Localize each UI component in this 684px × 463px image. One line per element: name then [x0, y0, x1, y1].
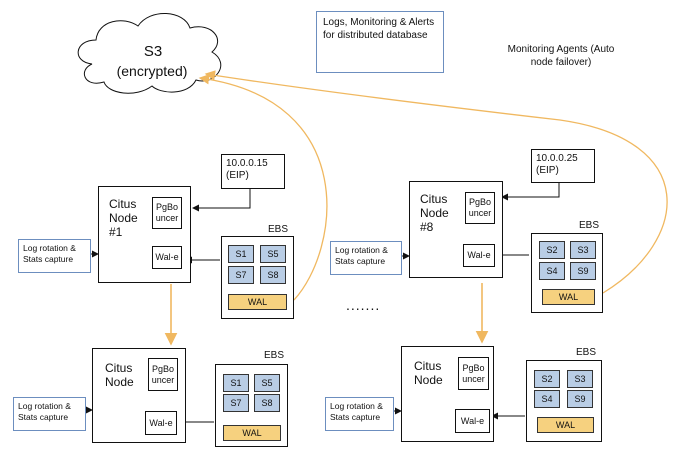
ebs1-to-s3-archive-curve: [198, 74, 328, 301]
shard-replica-s5: S5: [254, 374, 280, 392]
shard-s3: S3: [570, 241, 596, 259]
log-rotation-replica-8: Log rotation & Stats capture: [325, 397, 394, 431]
pgbouncer-replica-8: PgBo uncer: [458, 357, 489, 390]
logs-monitoring-note: Logs, Monitoring & Alerts for distribute…: [316, 11, 444, 73]
monitoring-agents-label: Monitoring Agents (Auto node failover): [500, 43, 622, 73]
wale-replica-1: Wal-e: [145, 411, 177, 435]
wale-replica-8: Wal-e: [455, 409, 490, 433]
ebs2-to-s3-archive-curve: [204, 70, 668, 294]
node8-eip-box: 10.0.0.25 (EIP): [531, 149, 595, 183]
wale-1: Wal-e: [152, 246, 182, 269]
log-rotation-1: Log rotation & Stats capture: [18, 239, 91, 273]
s3-cloud-shape: [77, 13, 222, 94]
shard-s8: S8: [260, 266, 286, 284]
wal-1: WAL: [228, 294, 287, 310]
shard-s2: S2: [539, 241, 565, 259]
wal-replica-8: WAL: [537, 417, 594, 433]
citus-node-8-title: Citus Node #8: [420, 192, 449, 234]
ebs-label-replica-1: EBS: [264, 350, 285, 361]
ebs-volume-1: S1 S5 S7 S8 WAL: [221, 236, 294, 319]
shard-replica-s2: S2: [534, 370, 560, 388]
shard-s7: S7: [228, 266, 254, 284]
shard-replica-s8: S8: [254, 394, 280, 412]
shard-replica-s4: S4: [534, 390, 560, 408]
citus-node-replica-1: Citus Node PgBo uncer Wal-e: [92, 348, 186, 443]
node1-eip-box: 10.0.0.15 (EIP): [221, 154, 285, 189]
shard-replica-s3: S3: [567, 370, 593, 388]
citus-node-1-title: Citus Node #1: [109, 197, 138, 239]
pgbouncer-8: PgBo uncer: [465, 192, 495, 224]
ebs-volume-replica-1: S1 S5 S7 S8 WAL: [215, 364, 288, 447]
pgbouncer-1: PgBo uncer: [152, 197, 182, 229]
log-rotation-replica-1: Log rotation & Stats capture: [13, 397, 86, 431]
ebs-volume-replica-8: S2 S3 S4 S9 WAL: [526, 360, 602, 442]
shard-s4: S4: [539, 262, 565, 280]
wale-8: Wal-e: [463, 244, 495, 267]
ip1-to-pgbouncer1-connector: [192, 189, 251, 212]
ebs-volume-8: S2 S3 S4 S9 WAL: [531, 233, 603, 313]
wal-replica-1: WAL: [223, 425, 281, 441]
s3-title: S3: [143, 43, 163, 60]
ebs-label-replica-8: EBS: [576, 347, 597, 358]
citus-node-replica-8-title: Citus Node: [414, 359, 443, 387]
shard-replica-s9: S9: [567, 390, 593, 408]
more-nodes-ellipsis: .......: [346, 297, 381, 313]
ip2-to-pgbouncer2-connector: [501, 183, 560, 201]
shard-replica-s7: S7: [223, 394, 249, 412]
log-rotation-8: Log rotation & Stats capture: [330, 241, 402, 275]
citus-node-1: Citus Node #1 PgBo uncer Wal-e: [98, 186, 191, 283]
citus-node-replica-1-title: Citus Node: [105, 361, 134, 389]
shard-s1: S1: [228, 245, 254, 263]
shard-replica-s1: S1: [223, 374, 249, 392]
citus-node-8: Citus Node #8 PgBo uncer Wal-e: [409, 181, 503, 278]
shard-s9: S9: [570, 262, 596, 280]
pgbouncer-replica-1: PgBo uncer: [148, 358, 178, 391]
shard-s5: S5: [260, 245, 286, 263]
wal-8: WAL: [542, 289, 595, 305]
s3-subtitle: (encrypted): [116, 63, 188, 79]
ebs-label-8: EBS: [579, 220, 600, 231]
ebs-label-1: EBS: [268, 224, 289, 235]
citus-node-replica-8: Citus Node PgBo uncer Wal-e: [401, 346, 494, 442]
